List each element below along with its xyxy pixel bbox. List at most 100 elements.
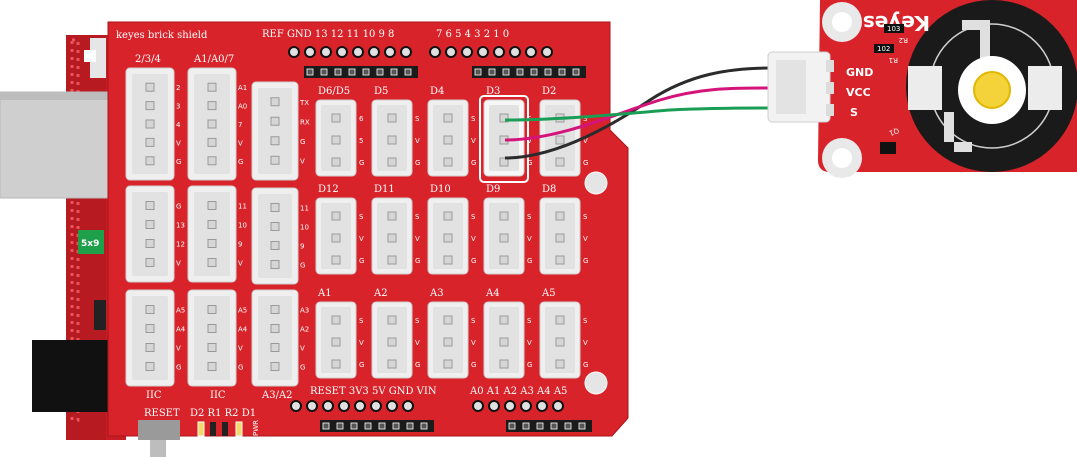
brick-shield: keyes brick shield REF GND 13 12 11 10 9… (107, 21, 629, 457)
header-pin (288, 46, 300, 58)
pin-label: A0 (238, 103, 247, 111)
power-jack (32, 340, 112, 412)
pin-label: G (527, 361, 532, 369)
wire-vcc (504, 86, 771, 142)
smd-chip (78, 230, 104, 254)
pin-label: S (583, 213, 588, 221)
header-pin (304, 46, 316, 58)
pin-label: V (527, 235, 532, 243)
pin-label: S (527, 213, 532, 221)
header-pin (336, 46, 348, 58)
header-pin (504, 400, 516, 412)
header-pin (472, 400, 484, 412)
pin-label: S (471, 213, 476, 221)
wire-signal (504, 106, 771, 122)
header-pin (461, 46, 473, 58)
port-label: D8 (542, 184, 556, 195)
header-pin (368, 46, 380, 58)
pin-gnd-label: GND (846, 66, 873, 79)
mount-hole (584, 171, 608, 195)
smd-leds (197, 421, 243, 437)
header-pin (352, 46, 364, 58)
header-pin (429, 46, 441, 58)
pin-label: A1 (238, 84, 247, 92)
pin-label: V (176, 260, 181, 268)
port-label: D10 (430, 184, 451, 195)
pin-label: G (527, 159, 532, 167)
pin-label: V (527, 339, 532, 347)
resistor-r1 (874, 44, 894, 53)
pin-label: S (415, 115, 420, 123)
pin-label: S (359, 213, 364, 221)
pin-label: 5 (359, 137, 363, 145)
pin-label: G (176, 364, 181, 372)
port-label: D2 (542, 86, 556, 97)
header-pin (477, 46, 489, 58)
pin-label: 2 (176, 84, 180, 92)
reset-button[interactable] (138, 420, 180, 440)
header-pin (493, 46, 505, 58)
pin-label: 10 (238, 222, 247, 230)
pin-label: 6 (359, 115, 364, 123)
pin-vcc-label: VCC (846, 86, 871, 99)
pin-label: V (176, 139, 181, 147)
pin-label: V (415, 137, 420, 145)
pin-label: 4 (176, 121, 181, 129)
pin-label: 11 (300, 205, 309, 213)
pin-label: G (238, 158, 243, 166)
header-strip (320, 420, 434, 432)
pin-label: S (415, 317, 420, 325)
top-header-label-a: REF GND 13 12 11 10 9 8 (262, 29, 394, 40)
header-strip-top-b (472, 66, 586, 78)
port-label: A2 (373, 288, 388, 299)
pin-label: 12 (176, 241, 185, 249)
transistor-q1 (880, 142, 896, 154)
pin-label: G (300, 364, 305, 372)
header-pin (354, 400, 366, 412)
pin-label: G (176, 203, 181, 211)
pin-label: G (359, 257, 364, 265)
header-pin (320, 46, 332, 58)
resistor-r2 (884, 24, 904, 33)
led-labels: D2 R1 R2 D1 (190, 408, 256, 419)
header-pin (384, 46, 396, 58)
port-label: D11 (374, 184, 395, 195)
port-label: A1 (317, 288, 332, 299)
group-label-a1-a0-7: A1/A0/7 (193, 54, 234, 65)
header-pin (370, 400, 382, 412)
header-pin (509, 46, 521, 58)
r1-value: 102 (877, 45, 890, 53)
port-label: D5 (374, 86, 388, 97)
port-label: A3 (429, 288, 444, 299)
pin-label: G (471, 159, 476, 167)
header-pin (322, 400, 334, 412)
pin-label: 3 (176, 103, 180, 111)
pin-label: V (176, 345, 181, 353)
pin-label: G (300, 262, 305, 270)
pin-label: S (583, 115, 588, 123)
pin-label: A3 (300, 307, 309, 315)
header-pin (541, 46, 553, 58)
pin-label: G (583, 257, 588, 265)
led-light (973, 71, 1011, 109)
pin-label: V (471, 339, 476, 347)
pin-label: 7 (238, 121, 242, 129)
arduino-board: 5x9 (0, 35, 126, 440)
pin-label: G (583, 159, 588, 167)
pin-label: V (471, 235, 476, 243)
header-pins-bottom (290, 400, 592, 432)
header-pins-top-a (288, 46, 412, 58)
pin-label: 9 (238, 241, 242, 249)
q1-name: Q1 (888, 126, 900, 137)
